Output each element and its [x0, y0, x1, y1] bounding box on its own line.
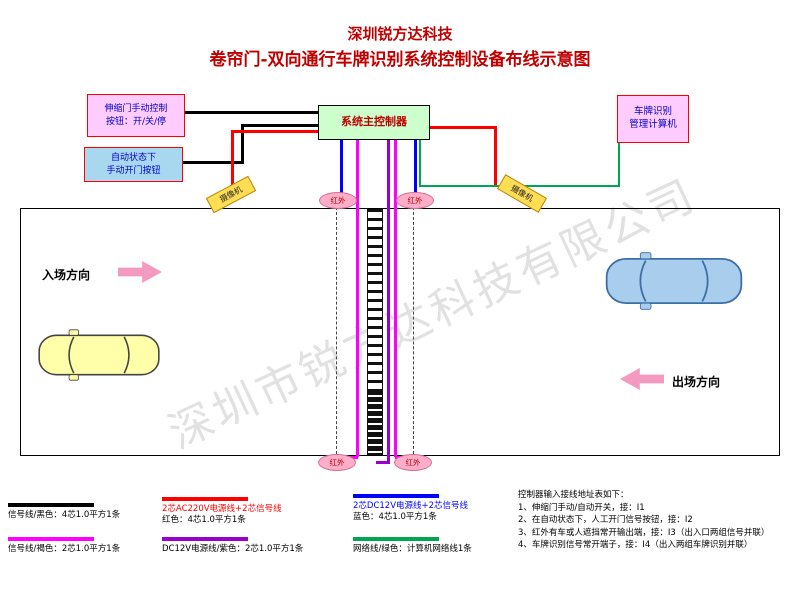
- main-controller-box: 系统主控制器: [318, 105, 430, 140]
- car-entry-top-view: [38, 329, 160, 381]
- infrared-beam-left: [336, 207, 337, 454]
- legend-label: 信号线/褐色：2芯1.0平方1条: [8, 544, 121, 554]
- magenta-wire-swatch: [8, 537, 94, 541]
- infrared-sensor-top-left: 红外: [319, 192, 357, 209]
- roller-door-track: [367, 209, 383, 390]
- controller-input-notes: 控制器输入接线地址表如下： 1、伸缩门手动/自动开关，接：I1 2、在自动状态下…: [518, 489, 798, 552]
- manual-control-button-box: 伸缩门手动控制 按钮：开/关/停: [87, 94, 185, 137]
- exit-direction-label: 出场方向: [672, 375, 721, 389]
- company-title: 深圳锐方达科技: [347, 25, 453, 43]
- legend-item-magenta-signal: 信号线/褐色：2芯1.0平方1条: [8, 537, 120, 555]
- computer-label-line2: 管理计算机: [629, 119, 677, 130]
- legend-label: 信号线/黑色：4芯1.0平方1条: [8, 510, 121, 520]
- notes-title: 控制器输入接线地址表如下：: [518, 490, 629, 500]
- main-controller-label: 系统主控制器: [341, 115, 407, 129]
- legend-label: 蓝色：4芯1.0平方1条: [353, 512, 437, 522]
- legend-label: 2芯AC220V电源线+2芯信号线: [162, 504, 282, 514]
- auto-open-label-line2: 手动开门按钮: [106, 165, 161, 176]
- legend-item-blue-power: 2芯DC12V电源线+2芯信号线 蓝色：4芯1.0平方1条: [353, 494, 468, 523]
- blue-power-signal-wire: [414, 138, 417, 193]
- black-wire-swatch: [8, 503, 94, 507]
- legend-label: 2芯DC12V电源线+2芯信号线: [353, 501, 469, 511]
- auto-open-label-line1: 自动状态下: [110, 153, 156, 164]
- red-power-wire: [428, 126, 497, 129]
- legend-label: DC12V电源线/紫色：2芯1.0平方1条: [162, 544, 304, 554]
- infrared-label: 红外: [329, 458, 345, 467]
- red-power-wire: [231, 130, 318, 133]
- magenta-signal-wire: [394, 138, 397, 457]
- infrared-sensor-top-right: 红外: [396, 192, 434, 209]
- legend-label: 网络线/绿色：计算机网络线1条: [353, 544, 472, 554]
- green-network-wire: [618, 141, 620, 187]
- infrared-label: 红外: [330, 196, 346, 205]
- purple-power-wire: [387, 138, 390, 464]
- black-signal-wire: [181, 161, 243, 164]
- computer-label-line1: 车牌识别: [633, 106, 672, 118]
- purple-wire-swatch: [162, 537, 248, 541]
- legend-label: 红色：4芯1.0平方1条: [162, 515, 246, 525]
- notes-item: 1、伸缩门手动/自动开关，接：I1: [518, 502, 645, 513]
- diagram-title: 卷帘门-双向通行车牌识别系统控制设备布线示意图: [209, 50, 591, 70]
- plate-recognition-computer-box: 车牌识别 管理计算机: [617, 95, 689, 143]
- infrared-label: 红外: [405, 458, 421, 467]
- red-power-wire: [231, 130, 234, 188]
- purple-power-wire: [376, 461, 389, 464]
- legend-item-red-power: 2芯AC220V电源线+2芯信号线 红色：4芯1.0平方1条: [162, 497, 282, 526]
- red-wire-swatch: [162, 497, 248, 501]
- blue-power-signal-wire: [340, 138, 343, 193]
- manual-control-label-line2: 按钮：开/关/停: [105, 116, 167, 127]
- roller-door-roll: [367, 390, 383, 455]
- green-wire-swatch: [353, 537, 439, 541]
- legend-item-black-signal: 信号线/黑色：4芯1.0平方1条: [8, 503, 120, 521]
- magenta-signal-wire: [356, 138, 359, 457]
- blue-wire-swatch: [353, 494, 439, 498]
- black-signal-wire: [183, 111, 318, 114]
- notes-item: 3、红外有车或人遮挡常开输出端，接：I3（出入口两组信号并联）: [518, 527, 770, 538]
- infrared-sensor-bottom-left: 红外: [318, 454, 356, 471]
- green-network-wire: [419, 138, 421, 187]
- black-signal-wire: [241, 124, 244, 164]
- notes-item: 2、在自动状态下，人工开门信号按钮，接：I2: [518, 515, 693, 525]
- car-exit-top-view: [605, 252, 743, 310]
- entry-direction-label: 入场方向: [42, 268, 91, 282]
- infrared-sensor-bottom-right: 红外: [394, 454, 432, 471]
- auto-open-button-box: 自动状态下 手动开门按钮: [84, 147, 183, 182]
- legend-item-green-network: 网络线/绿色：计算机网络线1条: [353, 537, 472, 555]
- manual-control-label-line1: 伸缩门手动控制: [104, 104, 168, 115]
- infrared-beam-right: [413, 207, 414, 454]
- camera-left-label: 摄像机: [218, 184, 244, 205]
- legend-item-purple-power: DC12V电源线/紫色：2芯1.0平方1条: [162, 537, 303, 555]
- red-power-wire: [494, 126, 497, 187]
- notes-item: 4、车牌识别信号常开端子，接：I4（出入两组车牌识别并联）: [518, 540, 753, 550]
- black-signal-wire: [241, 124, 318, 127]
- infrared-label: 红外: [407, 196, 423, 205]
